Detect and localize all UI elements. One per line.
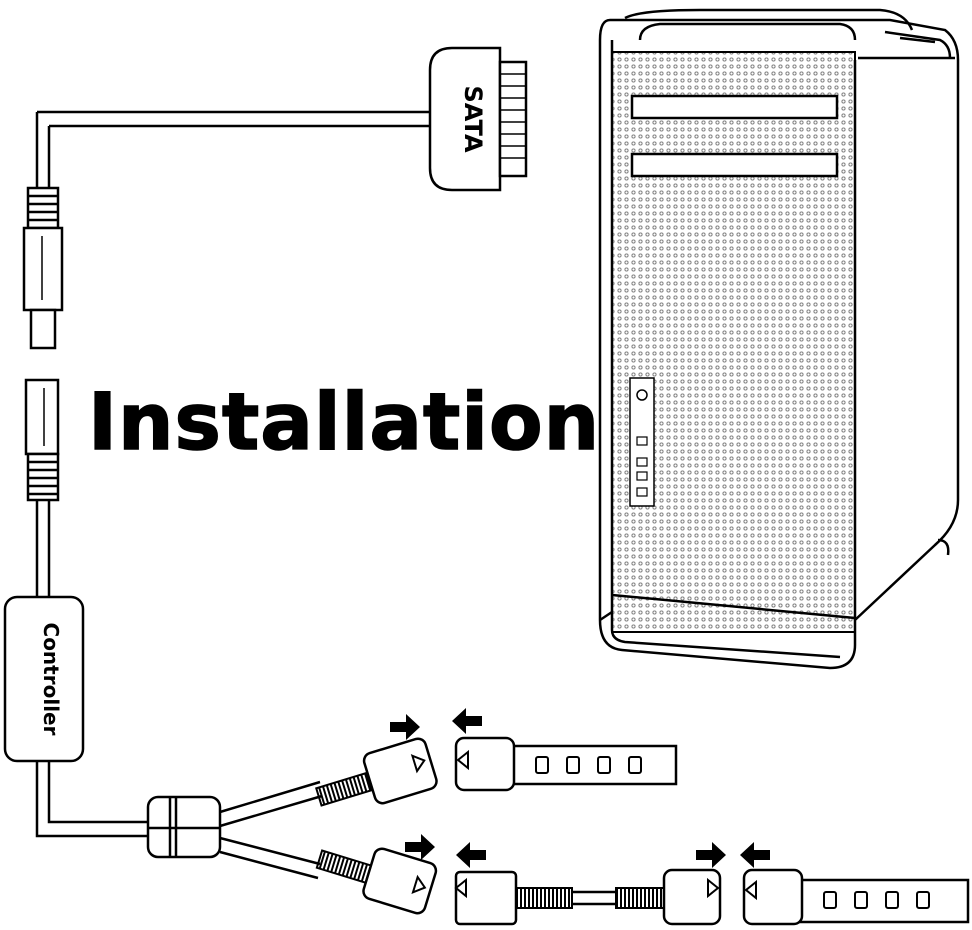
sata-cable [35, 46, 528, 192]
extension-cable [454, 868, 722, 926]
branch-1-connector [315, 737, 438, 807]
dc-plug-male [22, 186, 64, 350]
controller-cable [35, 500, 152, 838]
direction-arrow-icon [390, 708, 770, 868]
branch-2-connector [315, 847, 438, 915]
sata-label: SATA [459, 85, 487, 153]
diagram-title: Installation [87, 378, 601, 468]
dc-plug-female [24, 378, 60, 502]
led-strip-2 [742, 868, 970, 926]
computer-tower-icon [598, 8, 960, 670]
y-splitter [146, 780, 323, 880]
controller-label: Controller [39, 623, 63, 736]
controller-box [3, 595, 85, 763]
led-strip-1 [454, 736, 678, 792]
